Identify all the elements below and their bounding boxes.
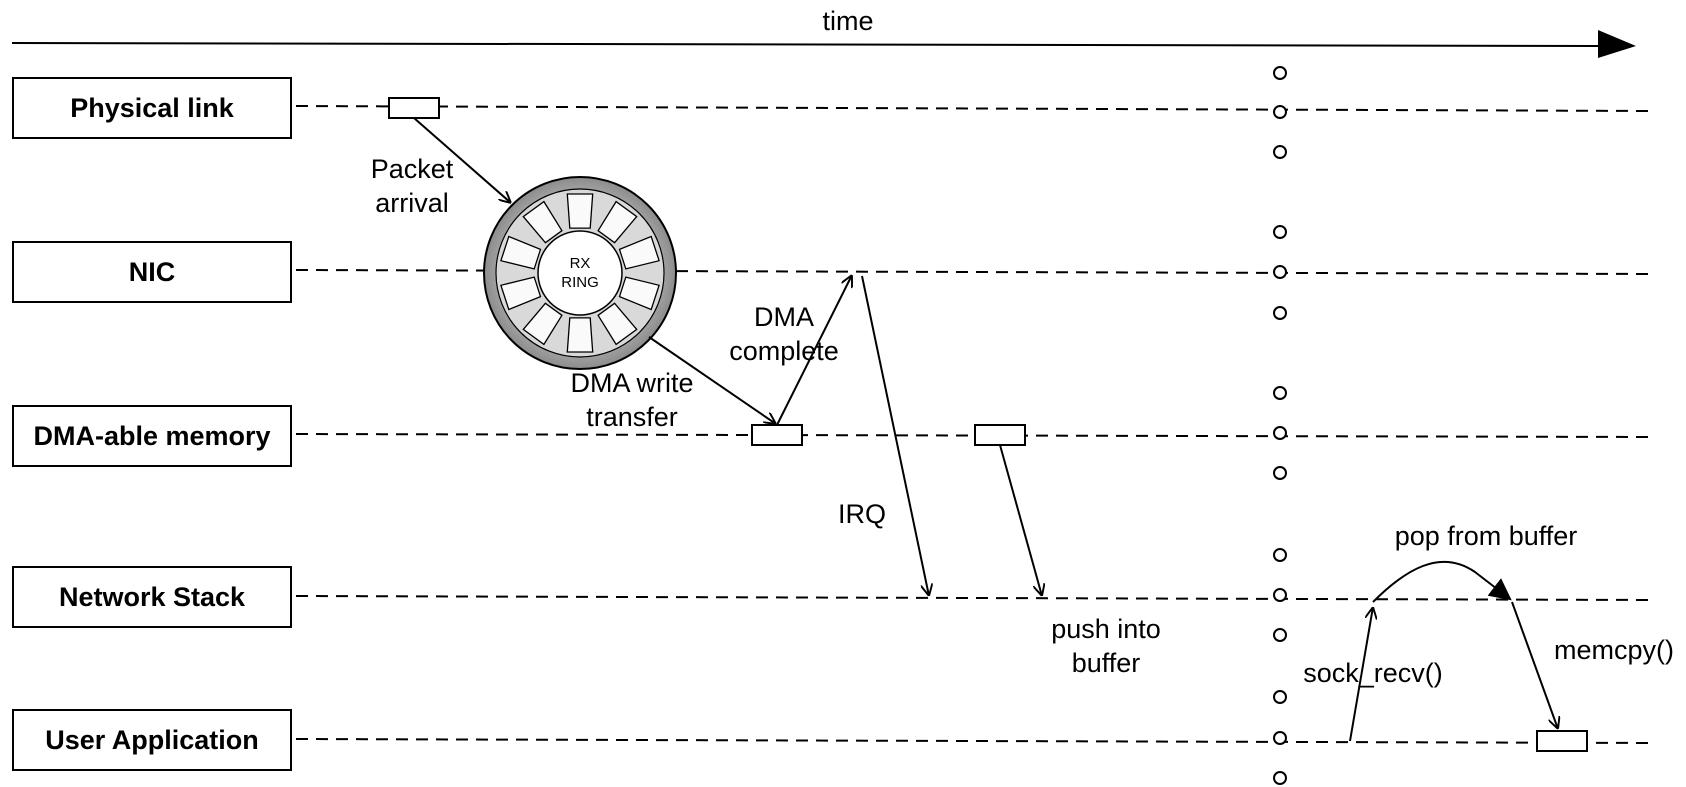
time-label: time <box>822 4 873 38</box>
lane-line-dma-memory <box>296 434 1650 437</box>
continuation-dot <box>1274 387 1286 399</box>
lane-physical-link: Physical link <box>12 77 292 139</box>
packet-event-box <box>389 98 439 118</box>
lane-user-application: User Application <box>12 709 292 771</box>
continuation-dots <box>1274 67 1286 784</box>
dma-complete-line-2: complete <box>729 334 839 368</box>
packet-arrival-line-2: arrival <box>371 186 454 220</box>
continuation-dot <box>1274 427 1286 439</box>
packet-arrival-label: Packet arrival <box>371 152 454 220</box>
push-into-buffer-line-2: buffer <box>1051 646 1161 680</box>
lane-label: Physical link <box>70 93 234 124</box>
push-into-buffer-line-1: push into <box>1051 612 1161 646</box>
lane-nic: NIC <box>12 241 292 303</box>
irq-label: IRQ <box>838 497 886 531</box>
continuation-dot <box>1274 732 1286 744</box>
memcpy-label: memcpy() <box>1554 633 1674 667</box>
dma-complete-label: DMA complete <box>729 300 839 368</box>
lane-lines <box>296 106 1650 743</box>
push-into-buffer-label: push into buffer <box>1051 612 1161 680</box>
continuation-dot <box>1274 629 1286 641</box>
packet-arrival-line-1: Packet <box>371 152 454 186</box>
lane-label: DMA-able memory <box>33 421 270 452</box>
sock-recv-label: sock_recv() <box>1303 656 1443 690</box>
pop-from-buffer-label: pop from buffer <box>1395 519 1578 553</box>
continuation-dot <box>1274 266 1286 278</box>
dma-buffer-box-1 <box>752 425 802 445</box>
memcpy-arrow <box>1512 602 1558 729</box>
continuation-dot <box>1274 772 1286 784</box>
lane-line-network-stack <box>296 596 1650 600</box>
time-axis-arrowhead <box>1598 30 1636 58</box>
pop-buffer-curve <box>1373 562 1510 602</box>
continuation-dot <box>1274 467 1286 479</box>
continuation-dot <box>1274 226 1286 238</box>
continuation-dot <box>1274 67 1286 79</box>
lane-label: Network Stack <box>59 582 245 613</box>
lane-network-stack: Network Stack <box>12 566 292 628</box>
lane-line-user-application <box>296 739 1650 743</box>
continuation-dot <box>1274 146 1286 158</box>
continuation-dot <box>1274 106 1286 118</box>
dma-complete-line-1: DMA <box>729 300 839 334</box>
push-buffer-arrow <box>1000 445 1042 596</box>
continuation-dot <box>1274 307 1286 319</box>
user-buffer-box <box>1537 731 1587 751</box>
lane-label: User Application <box>45 725 259 756</box>
dma-buffer-box-2 <box>975 425 1025 445</box>
rx-ring-slot <box>567 194 592 228</box>
time-axis <box>12 43 1600 46</box>
rx-ring-label: RX RING <box>561 254 599 292</box>
lane-line-physical-link <box>296 106 1650 111</box>
lane-label: NIC <box>129 257 176 288</box>
dma-write-line-1: DMA write <box>570 366 693 400</box>
dma-write-label: DMA write transfer <box>570 366 693 434</box>
continuation-dot <box>1274 549 1286 561</box>
continuation-dot <box>1274 589 1286 601</box>
lane-dma-memory: DMA-able memory <box>12 405 292 467</box>
rx-ring-slot <box>567 318 592 352</box>
continuation-dot <box>1274 691 1286 703</box>
rx-ring-label-line-2: RING <box>561 273 599 292</box>
rx-ring-label-line-1: RX <box>561 254 599 273</box>
dma-write-line-2: transfer <box>570 400 693 434</box>
